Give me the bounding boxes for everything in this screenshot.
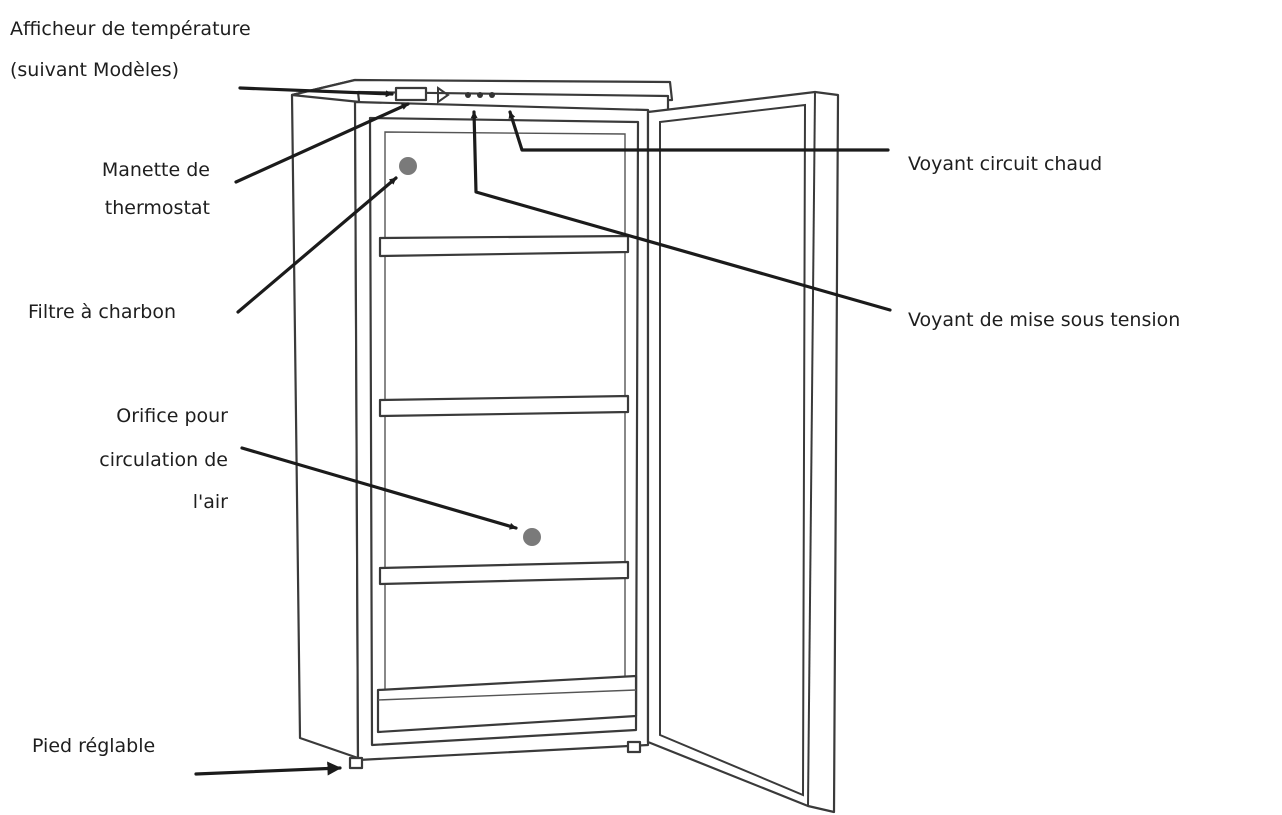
callout-labels: Afficheur de température (suivant Modèle… xyxy=(10,18,1180,757)
wine-cabinet-illustration xyxy=(290,78,840,814)
label-adjustable-foot: Pied réglable xyxy=(32,735,155,757)
adjustable-foot-left xyxy=(348,756,364,770)
label-thermostat-line1: Manette de xyxy=(102,159,210,181)
bottom-base xyxy=(376,674,638,734)
leader-thermostat xyxy=(234,102,410,184)
cabinet-interior xyxy=(368,116,640,747)
charcoal-filter-marker xyxy=(399,157,417,175)
indicator-light-2 xyxy=(477,92,483,98)
shelf-1 xyxy=(378,234,630,258)
indicator-light-3 xyxy=(489,92,495,98)
leader-power-light xyxy=(470,110,892,312)
indicator-light-1 xyxy=(465,92,471,98)
label-power-light: Voyant de mise sous tension xyxy=(908,309,1180,331)
cabinet-side-panel xyxy=(290,78,360,760)
leader-temp-display xyxy=(238,86,394,98)
leader-adjustable-foot xyxy=(194,761,342,776)
leader-air-vent xyxy=(240,446,518,530)
air-vent-marker xyxy=(523,528,541,546)
door-inner-panel xyxy=(659,103,807,797)
label-air-vent-line3: l'air xyxy=(193,491,228,513)
label-air-vent-line2: circulation de xyxy=(99,449,228,471)
leader-hot-circuit-light xyxy=(508,110,890,152)
adjustable-foot-right xyxy=(626,740,642,754)
label-charcoal-filter: Filtre à charbon xyxy=(28,301,176,323)
label-thermostat-line2: thermostat xyxy=(105,197,210,219)
leader-charcoal-filter xyxy=(236,176,398,314)
leader-lines xyxy=(194,86,892,776)
temperature-display xyxy=(394,86,428,102)
display-arrow-icon xyxy=(437,86,450,104)
shelf-2 xyxy=(378,394,630,418)
shelf-3 xyxy=(378,560,630,586)
label-temp-display-line2: (suivant Modèles) xyxy=(10,59,179,81)
label-air-vent-line1: Orifice pour xyxy=(116,405,228,427)
label-temp-display-line1: Afficheur de température xyxy=(10,18,251,40)
label-hot-circuit-light: Voyant circuit chaud xyxy=(908,153,1102,175)
